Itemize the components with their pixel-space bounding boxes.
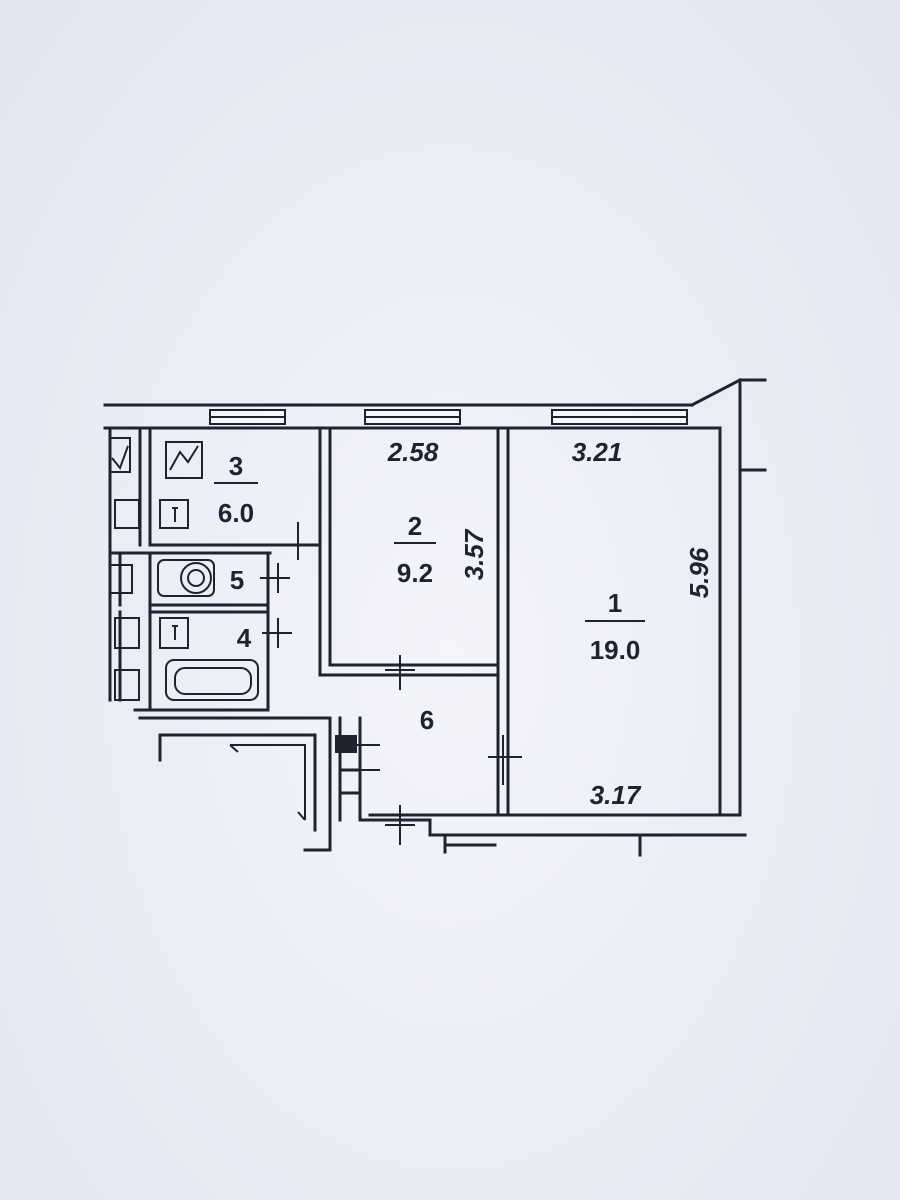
neighbor-stove-icon	[109, 437, 131, 473]
room1-number: 1	[608, 588, 622, 618]
bath-sink-icon	[159, 617, 189, 649]
neighbor-bathtub-icon	[114, 669, 140, 701]
room1-width-bottom-dimension: 3.17	[590, 780, 642, 810]
door-marks	[260, 522, 522, 845]
room4-number: 4	[237, 623, 252, 653]
stove-icon	[165, 441, 203, 479]
windows	[209, 409, 688, 425]
kitchen-sink-icon	[159, 499, 189, 529]
facade-corner-line	[689, 377, 743, 408]
neighbor-sink-icon	[114, 499, 140, 529]
neighbor-bath-sink-icon	[114, 617, 140, 649]
bathtub-icon	[165, 659, 259, 701]
toilet-bowl-icon	[180, 562, 212, 594]
toilet-seat-icon	[187, 569, 205, 587]
kitchen-sink-tap	[172, 507, 178, 522]
closet-arrow-1	[229, 744, 239, 753]
room2-width-dimension: 2.58	[387, 437, 439, 467]
room2-depth-dimension: 3.57	[459, 528, 489, 580]
room2-area: 9.2	[397, 558, 433, 588]
bathtub-inner-icon	[174, 667, 252, 695]
room1-area: 19.0	[590, 635, 641, 665]
neighbor-toilet-icon	[109, 564, 133, 594]
toilet-tank-icon	[157, 559, 215, 597]
room2-number: 2	[408, 511, 422, 541]
walls	[103, 377, 767, 857]
meter-icon	[335, 735, 357, 753]
closet-swing-icon	[230, 744, 306, 820]
room5-number: 5	[230, 565, 244, 595]
stove-symbol	[169, 445, 199, 471]
room3-number: 3	[229, 451, 243, 481]
bath-sink-tap	[172, 625, 178, 640]
closet-arrow-2	[297, 811, 306, 821]
room1-depth-dimension: 5.96	[684, 547, 714, 598]
neighbor-stove-symbol	[111, 445, 129, 471]
room3-area: 6.0	[218, 498, 254, 528]
room6-number: 6	[420, 705, 434, 735]
room1-width-top-dimension: 3.21	[572, 437, 623, 467]
fixtures	[109, 437, 357, 821]
